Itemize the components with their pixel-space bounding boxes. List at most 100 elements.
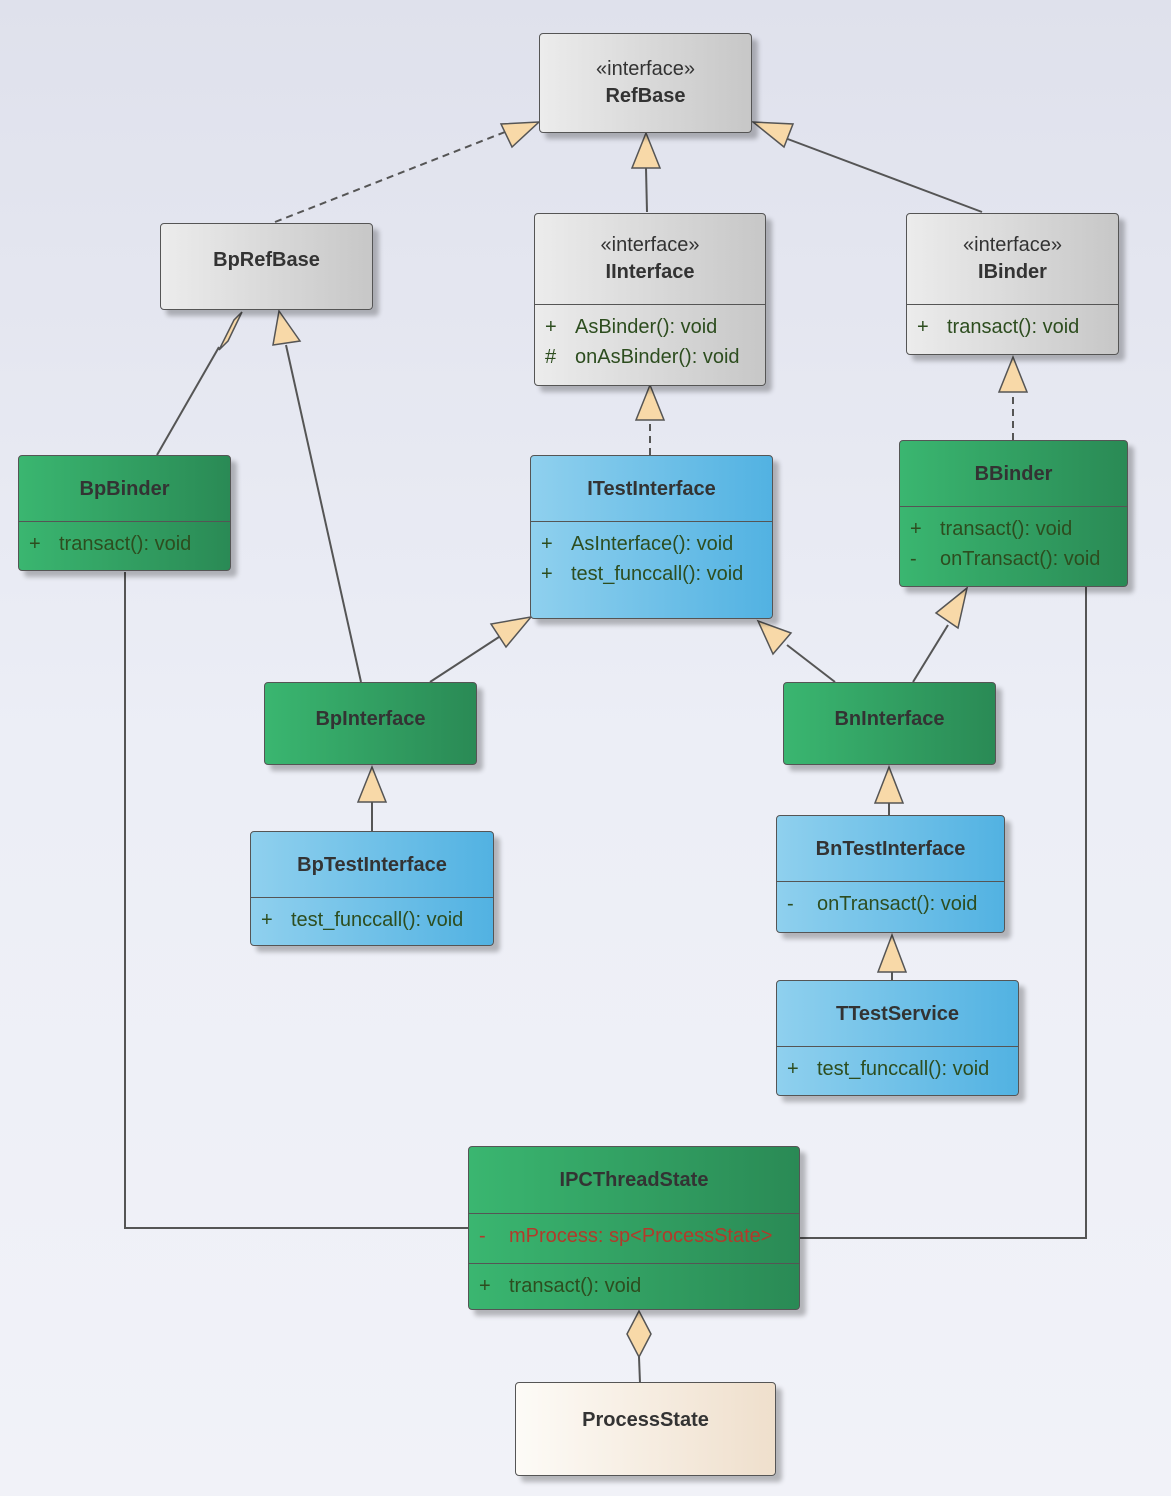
operation-row: - onTransact(): void	[777, 889, 1004, 919]
operation-text: test_funccall(): void	[571, 563, 744, 585]
connector-bninterface-bbinder	[912, 624, 949, 683]
aggregation-diamond	[626, 1309, 652, 1359]
operation-row: + AsBinder(): void	[535, 312, 765, 342]
triangle-arrowhead	[876, 932, 908, 973]
visibility-marker: -	[479, 1225, 486, 1247]
operation-row: + transact(): void	[469, 1271, 799, 1301]
operations-section: - onTransact(): void	[777, 881, 1004, 919]
connector-bpinterface-itestinterface	[429, 634, 503, 683]
visibility-marker: +	[29, 533, 41, 555]
attribute-row: - mProcess: sp<ProcessState>	[469, 1221, 799, 1251]
operation-row: - onTransact(): void	[900, 544, 1127, 574]
connector-iinterface-refbase	[645, 167, 648, 213]
class-bpinterface[interactable]: BpInterface	[264, 682, 477, 765]
connector-bpbinder-ipcthreadstate	[124, 572, 468, 1229]
triangle-arrowhead	[873, 764, 905, 804]
operation-text: transact(): void	[59, 533, 192, 555]
operation-row: + transact(): void	[907, 312, 1118, 342]
operation-row: + test_funccall(): void	[777, 1054, 1018, 1084]
operations-section: + transact(): void	[19, 521, 230, 559]
operation-row: + AsInterface(): void	[531, 529, 772, 559]
aggregation-diamond	[218, 311, 243, 351]
class-bntestinterface[interactable]: BnTestInterface - onTransact(): void	[776, 815, 1005, 933]
operation-row: + transact(): void	[19, 529, 230, 559]
operation-text: test_funccall(): void	[817, 1058, 990, 1080]
visibility-marker: +	[479, 1275, 491, 1297]
class-bninterface[interactable]: BnInterface	[783, 682, 996, 765]
class-ibinder[interactable]: «interface» IBinder + transact(): void	[906, 213, 1119, 355]
class-name: BpTestInterface	[297, 853, 447, 876]
operation-row: + test_funccall(): void	[531, 559, 772, 589]
connector-bninterface-itestinterface	[786, 644, 836, 683]
class-name: IPCThreadState	[559, 1169, 709, 1191]
visibility-marker: +	[910, 518, 922, 540]
connectors	[124, 131, 1087, 1384]
visibility-marker: +	[917, 316, 929, 338]
class-itestinterface[interactable]: ITestInterface + AsInterface(): void + t…	[530, 455, 773, 619]
triangle-arrowhead	[756, 619, 793, 656]
stereotype-label: «interface»	[596, 58, 695, 80]
operation-row: # onAsBinder(): void	[535, 342, 765, 372]
visibility-marker: +	[541, 533, 553, 555]
triangle-arrowhead	[934, 586, 969, 630]
visibility-marker: +	[787, 1058, 799, 1080]
class-bprefbase[interactable]: BpRefBase	[160, 223, 373, 310]
operation-text: onTransact(): void	[817, 893, 978, 915]
visibility-marker: +	[541, 563, 553, 585]
class-refbase[interactable]: «interface» RefBase	[539, 33, 752, 133]
triangle-arrowhead	[489, 615, 533, 649]
connector-bpbinder-bprefbase	[156, 346, 220, 456]
triangle-arrowhead	[499, 121, 542, 149]
arrowheads	[218, 121, 1029, 1359]
operations-section: + test_funccall(): void	[251, 897, 493, 935]
class-name: BpInterface	[315, 708, 426, 730]
class-name: ProcessState	[582, 1409, 709, 1431]
operation-text: transact(): void	[509, 1275, 642, 1297]
operations-section: + transact(): void	[907, 304, 1118, 342]
triangle-arrowhead	[634, 382, 666, 421]
visibility-marker: #	[545, 346, 557, 368]
operation-text: transact(): void	[947, 316, 1080, 338]
visibility-marker: -	[787, 893, 794, 915]
class-name: RefBase	[605, 85, 686, 107]
class-processstate[interactable]: ProcessState	[515, 1382, 776, 1476]
operations-section: + test_funccall(): void	[777, 1046, 1018, 1084]
class-ttestservice[interactable]: TTestService + test_funccall(): void	[776, 980, 1019, 1096]
class-ipcthreadstate[interactable]: IPCThreadState - mProcess: sp<ProcessSta…	[468, 1146, 800, 1310]
visibility-marker: +	[545, 316, 557, 338]
class-bpbinder[interactable]: BpBinder + transact(): void	[18, 455, 231, 571]
operation-text: onAsBinder(): void	[575, 346, 740, 368]
operation-text: test_funccall(): void	[291, 909, 464, 931]
operation-text: transact(): void	[940, 518, 1073, 540]
operation-text: AsInterface(): void	[571, 533, 734, 555]
operations-section: + transact(): void - onTransact(): void	[900, 506, 1127, 574]
connector-processstate-ipcthreadstate	[638, 1356, 641, 1384]
class-name: IInterface	[605, 261, 695, 283]
class-name: BnTestInterface	[815, 837, 966, 860]
triangle-arrowhead	[272, 309, 302, 346]
stereotype-label: «interface»	[963, 234, 1062, 256]
stereotype-label: «interface»	[600, 234, 700, 256]
operations-section: + AsInterface(): void + test_funccall():…	[531, 521, 772, 589]
operation-row: + test_funccall(): void	[251, 905, 493, 935]
class-bptestinterface[interactable]: BpTestInterface + test_funccall(): void	[250, 831, 494, 946]
triangle-arrowhead	[356, 764, 388, 803]
triangle-arrowhead	[630, 130, 662, 169]
class-iinterface[interactable]: «interface» IInterface + AsBinder(): voi…	[534, 213, 766, 386]
visibility-marker: -	[910, 548, 917, 570]
class-bbinder[interactable]: BBinder + transact(): void - onTransact(…	[899, 440, 1128, 587]
operation-row: + transact(): void	[900, 514, 1127, 544]
class-name: BpBinder	[79, 477, 170, 500]
operations-section: + AsBinder(): void # onAsBinder(): void	[535, 304, 765, 372]
attribute-text: mProcess: sp<ProcessState>	[509, 1225, 773, 1247]
operation-text: onTransact(): void	[940, 548, 1101, 570]
class-name: IBinder	[978, 261, 1047, 283]
connector-bpinterface-bprefbase	[285, 344, 362, 683]
class-name: BnInterface	[834, 708, 945, 730]
connector-ibinder-refbase	[784, 137, 983, 213]
attributes-section: - mProcess: sp<ProcessState>	[469, 1213, 799, 1263]
operations-section: + transact(): void	[469, 1263, 799, 1301]
connector-bbinder-ipcthreadstate	[800, 586, 1087, 1239]
class-name: ITestInterface	[587, 477, 716, 500]
